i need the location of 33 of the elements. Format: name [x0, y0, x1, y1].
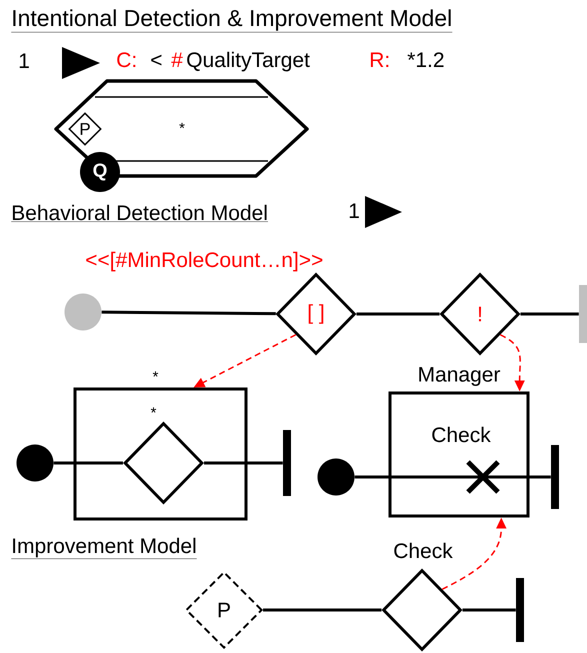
- end-bar: [283, 430, 291, 496]
- annotation-text: <<[#MinRoleCount…n]>>: [86, 252, 322, 272]
- end-bar: [551, 445, 559, 509]
- cross-mark: [466, 460, 500, 494]
- activity-box: Check: [388, 392, 530, 518]
- annotation-text: 1: [20, 54, 29, 68]
- annotation-text: R:: [370, 52, 388, 67]
- node-caption: Manager: [419, 367, 500, 386]
- node-caption: Check: [394, 542, 453, 558]
- endpoint-dot: [16, 444, 54, 482]
- annotation-text: <: [151, 54, 162, 66]
- end-bar: [516, 578, 524, 642]
- connector-line: [204, 462, 283, 464]
- connector-line: [462, 608, 516, 612]
- heading: Intentional Detection & Improvement Model: [11, 9, 452, 32]
- connector-line: [102, 310, 276, 316]
- end-bar: [579, 285, 587, 343]
- heading: Behavioral Detection Model: [11, 204, 268, 222]
- annotation-text: C:: [117, 52, 136, 68]
- endpoint-dot: [64, 294, 102, 330]
- endpoint-dot: [318, 458, 354, 496]
- connector-line: [520, 312, 579, 316]
- annotation-text: QualityTarget: [187, 52, 310, 72]
- heading: Improvement Model: [11, 538, 197, 559]
- node-caption: *: [152, 371, 158, 377]
- annotation-text: #: [171, 52, 183, 67]
- connector-line: [263, 608, 382, 612]
- annotation-text: 1: [350, 204, 359, 218]
- node-caption: *: [150, 407, 156, 413]
- connector-line: [356, 312, 440, 316]
- q-badge: Q: [80, 152, 120, 192]
- annotation-text: *1.2: [408, 52, 444, 67]
- connector-line: [54, 462, 123, 464]
